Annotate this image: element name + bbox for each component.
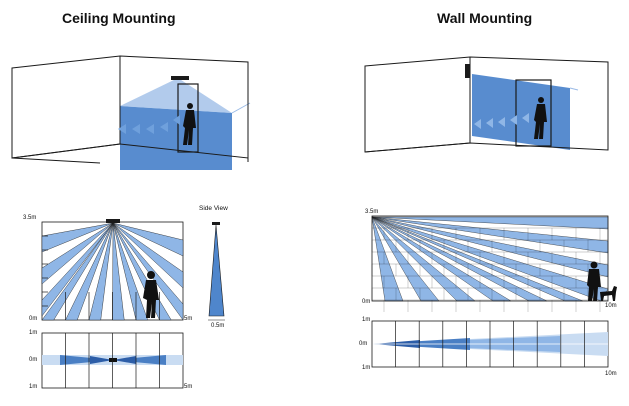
ceiling-beam <box>112 222 184 321</box>
wall-mounting-title: Wall Mounting <box>437 10 533 26</box>
wall-side-person-icon <box>587 261 601 301</box>
ceiling-width-label: 0.5m <box>211 323 225 329</box>
ceiling-beam <box>112 222 149 321</box>
ceiling-beam <box>41 222 114 285</box>
ceiling-sensor-icon <box>171 76 189 80</box>
ceiling-beam <box>41 222 114 321</box>
wall-beam-fan <box>371 216 609 302</box>
ceiling-bottom-1m-label: 1m <box>29 384 38 390</box>
ceiling-person-icon <box>183 103 196 145</box>
wall-top-0m-label: 0m <box>359 341 368 347</box>
ceiling-beam <box>65 222 114 321</box>
wall-floor-label: 0m <box>362 299 371 305</box>
ceiling-beam <box>112 222 125 321</box>
ceiling-top-0m-label: 0m <box>29 357 38 363</box>
ceiling-detection-cone <box>120 78 232 113</box>
wall-height-label: 3.5m <box>365 209 379 215</box>
wall-room-3d <box>364 56 609 153</box>
ceiling-detection-zone <box>120 106 232 170</box>
ceiling-side-person-icon <box>143 271 159 318</box>
ceiling-top-panel <box>41 332 184 389</box>
wall-range-label: 10m <box>605 303 617 309</box>
ceiling-beam <box>112 222 184 257</box>
wall-bottom-1m-label: 1m <box>362 365 371 371</box>
ceiling-height-label: 3.5m <box>23 215 37 221</box>
wall-beam <box>371 216 609 230</box>
ceiling-top-range-label: 5m <box>184 384 193 390</box>
ceiling-beam <box>41 222 114 317</box>
ceiling-sensor-mark <box>106 219 120 223</box>
wall-person-icon <box>534 97 547 139</box>
ceiling-room-3d <box>11 55 251 170</box>
wall-side-panel <box>371 215 617 312</box>
ceiling-beam <box>88 222 114 321</box>
ceiling-side-panel <box>41 219 184 321</box>
wall-top-1m-label: 1m <box>362 317 371 323</box>
ceiling-range-label: 5m <box>184 316 193 322</box>
ceiling-top-1m-label: 1m <box>29 330 38 336</box>
side-view-cone <box>208 222 225 321</box>
wall-top-panel <box>371 320 609 368</box>
ceiling-beam <box>112 222 184 289</box>
wall-top-beams <box>373 332 608 356</box>
side-view-label: Side View <box>199 205 228 212</box>
ceiling-floor-label: 0m <box>29 316 38 322</box>
ceiling-beam <box>41 222 114 253</box>
ceiling-arrows <box>118 115 180 134</box>
ceiling-mounting-title: Ceiling Mounting <box>62 10 176 26</box>
wall-detection-zone <box>472 74 570 150</box>
wall-arrows <box>474 113 529 129</box>
wall-sensor-icon <box>465 64 470 78</box>
wall-top-range-label: 10m <box>605 371 617 377</box>
dog-icon <box>600 286 617 301</box>
